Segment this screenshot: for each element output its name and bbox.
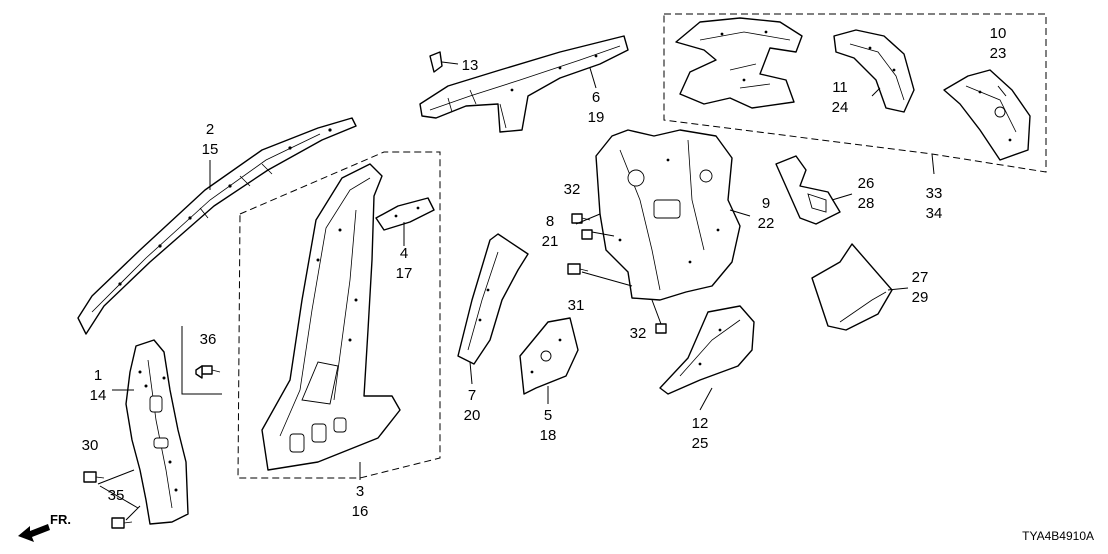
callout-10-23: 10 23 — [990, 25, 1007, 62]
front-direction-indicator: FR. — [18, 512, 71, 542]
svg-text:11: 11 — [832, 79, 848, 96]
front-arrow-icon — [18, 524, 50, 542]
callout-27-29: 27 29 — [912, 269, 929, 306]
svg-text:2: 2 — [206, 121, 214, 138]
callout-7-20: 7 20 — [464, 387, 481, 424]
svg-text:8: 8 — [546, 213, 554, 230]
svg-text:6: 6 — [592, 89, 600, 106]
svg-text:32: 32 — [564, 181, 581, 198]
nut-8-icon — [581, 229, 593, 240]
svg-text:25: 25 — [692, 435, 709, 452]
part-pillar-stiffener — [375, 197, 435, 231]
callout-35: 35 — [108, 487, 125, 504]
callout-4-17: 4 17 — [396, 245, 413, 282]
svg-text:10: 10 — [990, 25, 1007, 42]
part-wheelhouse-lower — [659, 305, 755, 395]
callout-33-34: 33 34 — [926, 185, 943, 222]
svg-text:18: 18 — [540, 427, 557, 444]
callout-26-28: 26 28 — [858, 175, 875, 212]
callout-32-lower: 32 — [630, 325, 647, 342]
callout-12-25: 12 25 — [692, 415, 709, 452]
svg-text:29: 29 — [912, 289, 929, 306]
svg-text:26: 26 — [858, 175, 875, 192]
svg-text:7: 7 — [468, 387, 476, 404]
callout-11-24: 11 24 — [832, 79, 849, 116]
diagram-code: TYA4B4910A — [1022, 529, 1094, 543]
center-pillar-dashed-group — [237, 151, 441, 479]
part-gusset — [775, 155, 841, 225]
callout-9-22: 9 22 — [758, 195, 775, 232]
bolt-32-upper-icon — [571, 213, 591, 224]
svg-text:21: 21 — [542, 233, 559, 250]
callout-1-14: 1 14 — [90, 367, 107, 404]
callout-36: 36 — [200, 331, 217, 348]
bolt-36-icon — [195, 365, 221, 379]
part-patch-panel — [811, 243, 893, 331]
bolt-31-icon — [567, 263, 589, 275]
svg-text:15: 15 — [202, 141, 219, 158]
svg-text:9: 9 — [762, 195, 770, 212]
bolt-30-icon — [83, 471, 105, 483]
part-rear-frame-upper — [675, 17, 803, 109]
svg-text:24: 24 — [832, 99, 849, 116]
part-bracket — [519, 317, 579, 395]
bolt-35-icon — [111, 517, 133, 529]
svg-text:20: 20 — [464, 407, 481, 424]
part-roof-side-rail — [77, 117, 357, 335]
part-rear-roof-rail — [419, 35, 629, 133]
svg-text:1: 1 — [94, 367, 102, 384]
svg-text:28: 28 — [858, 195, 875, 212]
svg-text:33: 33 — [926, 185, 943, 202]
svg-text:22: 22 — [758, 215, 775, 232]
clip-13-icon — [429, 51, 443, 73]
part-center-pillar — [261, 163, 401, 471]
svg-text:34: 34 — [926, 205, 943, 222]
part-rear-corner-bracket — [943, 69, 1031, 161]
part-front-pillar-lower — [125, 339, 189, 525]
upper-right-dashed-group — [663, 13, 1047, 173]
bolt-32-lower-icon — [655, 323, 667, 334]
callout-6-19: 6 19 — [588, 89, 605, 126]
svg-text:32: 32 — [630, 325, 647, 342]
svg-text:35: 35 — [108, 487, 125, 504]
svg-text:31: 31 — [568, 297, 585, 314]
part-quarter-pillar-inner — [457, 233, 529, 365]
part-rear-inner-panel — [595, 129, 741, 301]
svg-text:FR.: FR. — [50, 512, 71, 527]
svg-text:3: 3 — [356, 483, 364, 500]
part-wheelarch-extension — [833, 29, 915, 113]
svg-text:14: 14 — [90, 387, 107, 404]
svg-text:16: 16 — [352, 503, 369, 520]
callout-5-18: 5 18 — [540, 407, 557, 444]
callout-31: 31 — [568, 297, 585, 314]
callout-30: 30 — [82, 437, 99, 454]
callout-3-16: 3 16 — [352, 483, 369, 520]
svg-text:13: 13 — [462, 57, 479, 74]
svg-text:27: 27 — [912, 269, 929, 286]
callout-2-15: 2 15 — [202, 121, 219, 158]
callout-13: 13 — [462, 57, 479, 74]
svg-text:36: 36 — [200, 331, 217, 348]
svg-text:5: 5 — [544, 407, 552, 424]
leader-lines — [112, 61, 1007, 480]
callout-32-upper: 32 — [564, 181, 581, 198]
callout-8-21: 8 21 — [542, 213, 559, 250]
bolt-36-group — [181, 326, 222, 395]
svg-text:30: 30 — [82, 437, 99, 454]
svg-text:23: 23 — [990, 45, 1007, 62]
svg-text:12: 12 — [692, 415, 709, 432]
svg-text:19: 19 — [588, 109, 605, 126]
svg-text:4: 4 — [400, 245, 408, 262]
svg-text:17: 17 — [396, 265, 413, 282]
